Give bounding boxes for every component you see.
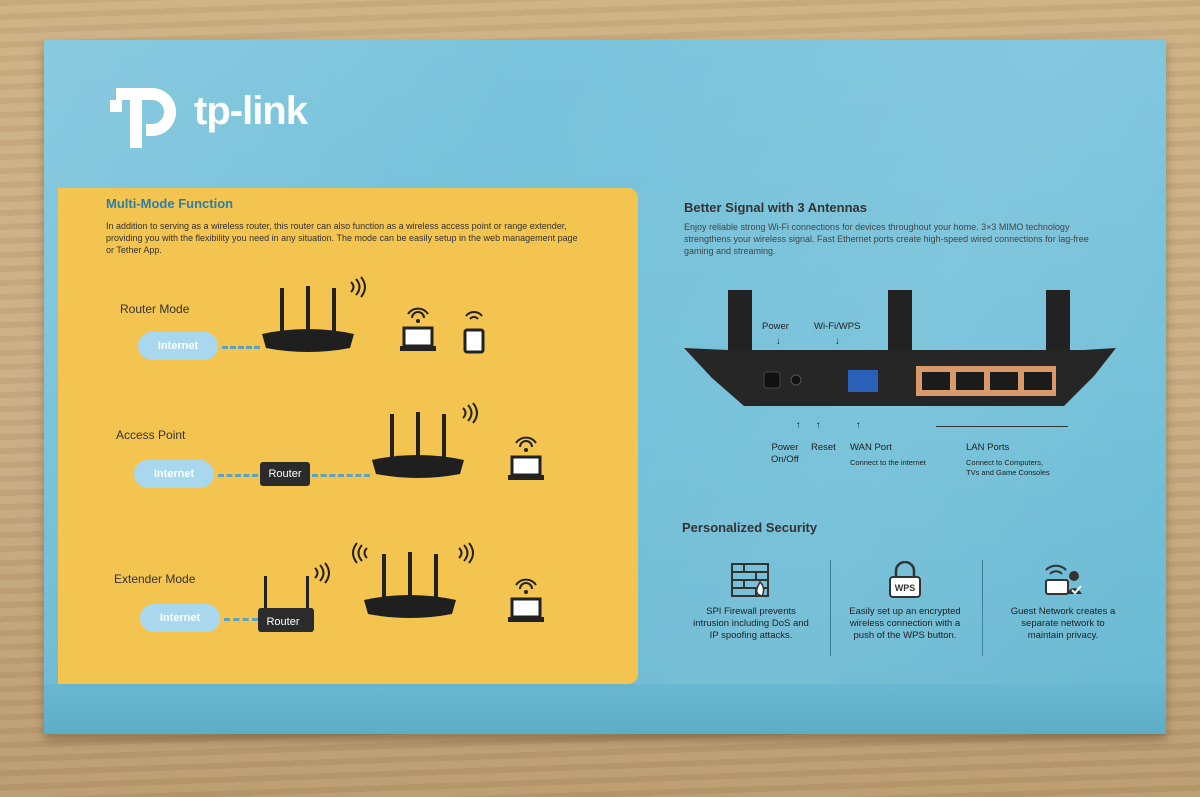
arrow-up-icon: ↑ xyxy=(816,420,821,431)
lan-sub-line: TVs and Game Consoles xyxy=(966,468,1050,477)
feature-text-line: intrusion including DoS and xyxy=(693,618,809,629)
router-icon xyxy=(364,552,456,618)
feature-text-line: maintain privacy. xyxy=(1027,630,1099,641)
security-title: Personalized Security xyxy=(682,520,818,535)
feature-text-line: push of the WPS button. xyxy=(853,630,957,641)
feature-text-line: IP spoofing attacks. xyxy=(709,630,793,641)
wifi-signal-icon xyxy=(458,542,474,564)
router-box: Router xyxy=(266,616,300,628)
connection-line xyxy=(218,474,258,477)
arrow-up-icon: ↑ xyxy=(856,420,861,431)
signal-title: Better Signal with 3 Antennas xyxy=(684,200,867,215)
wan-port xyxy=(848,370,878,392)
reset-label: Reset xyxy=(811,442,836,453)
wan-port-sublabel: Connect to the internet xyxy=(850,458,926,467)
internet-cloud: Internet xyxy=(138,332,218,360)
router-mode-label: Router Mode xyxy=(120,302,190,316)
brand-name: tp-link xyxy=(194,88,308,133)
extender-mode-label: Extender Mode xyxy=(114,572,196,586)
wan-port-label: WAN Port xyxy=(850,442,892,453)
wifi-signal-icon xyxy=(350,276,366,298)
feature-text-line: wireless connection with a xyxy=(849,618,961,629)
connection-line xyxy=(312,474,370,477)
feature-text-line: separate network to xyxy=(1021,618,1105,629)
multi-mode-panel: Multi-Mode Function In addition to servi… xyxy=(58,188,638,684)
signal-description: Enjoy reliable strong Wi-Fi connections … xyxy=(684,222,1089,256)
router-back-panel xyxy=(684,290,1116,406)
signal-section: Better Signal with 3 Antennas Enjoy reli… xyxy=(684,200,1144,257)
feature-text-line: Easily set up an encrypted xyxy=(849,606,961,617)
connection-line xyxy=(224,618,258,621)
wifi-signal-icon xyxy=(462,402,478,424)
power-label: Power xyxy=(762,321,789,332)
firewall-icon xyxy=(731,563,769,597)
lan-ports-label: LAN Ports xyxy=(966,442,1010,453)
box-bottom-band xyxy=(44,684,1166,734)
wps-badge: WPS xyxy=(895,583,916,593)
router-icon xyxy=(372,412,464,478)
power-onoff-label: Power On/Off xyxy=(771,442,799,466)
multi-mode-description: In addition to serving as a wireless rou… xyxy=(106,221,578,255)
arrow-up-icon: ↑ xyxy=(796,420,801,431)
feature-wps: WPS Easily set up an encrypted wireless … xyxy=(830,560,980,642)
access-point-label: Access Point xyxy=(116,428,186,442)
feature-text-line: Guest Network creates a xyxy=(1010,606,1116,617)
multi-mode-title: Multi-Mode Function xyxy=(106,196,234,211)
router-box: Router xyxy=(260,462,310,486)
laptop-icon xyxy=(400,307,436,351)
internet-cloud: Internet xyxy=(140,604,220,632)
feature-guest-network: Guest Network creates a separate network… xyxy=(988,560,1138,642)
divider xyxy=(830,560,831,656)
brand-logo: tp-link xyxy=(106,70,308,152)
wifi-signal-icon xyxy=(314,562,330,584)
wifi-signal-icon xyxy=(352,542,368,564)
laptop-icon xyxy=(508,436,544,480)
laptop-icon xyxy=(508,578,544,622)
router-with-antennas-icon xyxy=(258,576,314,632)
lan-bracket xyxy=(936,426,1068,427)
arrow-down-icon: ↓ xyxy=(835,336,840,347)
connection-line xyxy=(222,346,260,349)
lan-ports-sublabel: Connect to Computers, TVs and Game Conso… xyxy=(966,458,1050,478)
product-box: tp-link Multi-Mode Function In addition … xyxy=(44,40,1166,734)
power-onoff-line: Power xyxy=(771,442,799,453)
lan-sub-line: Connect to Computers, xyxy=(966,458,1044,467)
wps-lock-icon: WPS xyxy=(889,561,921,598)
arrow-down-icon: ↓ xyxy=(776,336,781,347)
feature-firewall: SPI Firewall prevents intrusion includin… xyxy=(676,560,826,642)
wifi-wps-label: Wi-Fi/WPS xyxy=(814,321,861,332)
tp-link-logo-icon xyxy=(110,88,176,148)
divider xyxy=(982,560,983,656)
guest-network-icon xyxy=(1045,564,1082,595)
power-onoff-line: On/Off xyxy=(771,454,799,465)
tablet-icon xyxy=(463,311,485,354)
feature-text-line: SPI Firewall prevents xyxy=(706,606,796,617)
router-icon xyxy=(262,286,354,352)
internet-cloud: Internet xyxy=(134,460,214,488)
